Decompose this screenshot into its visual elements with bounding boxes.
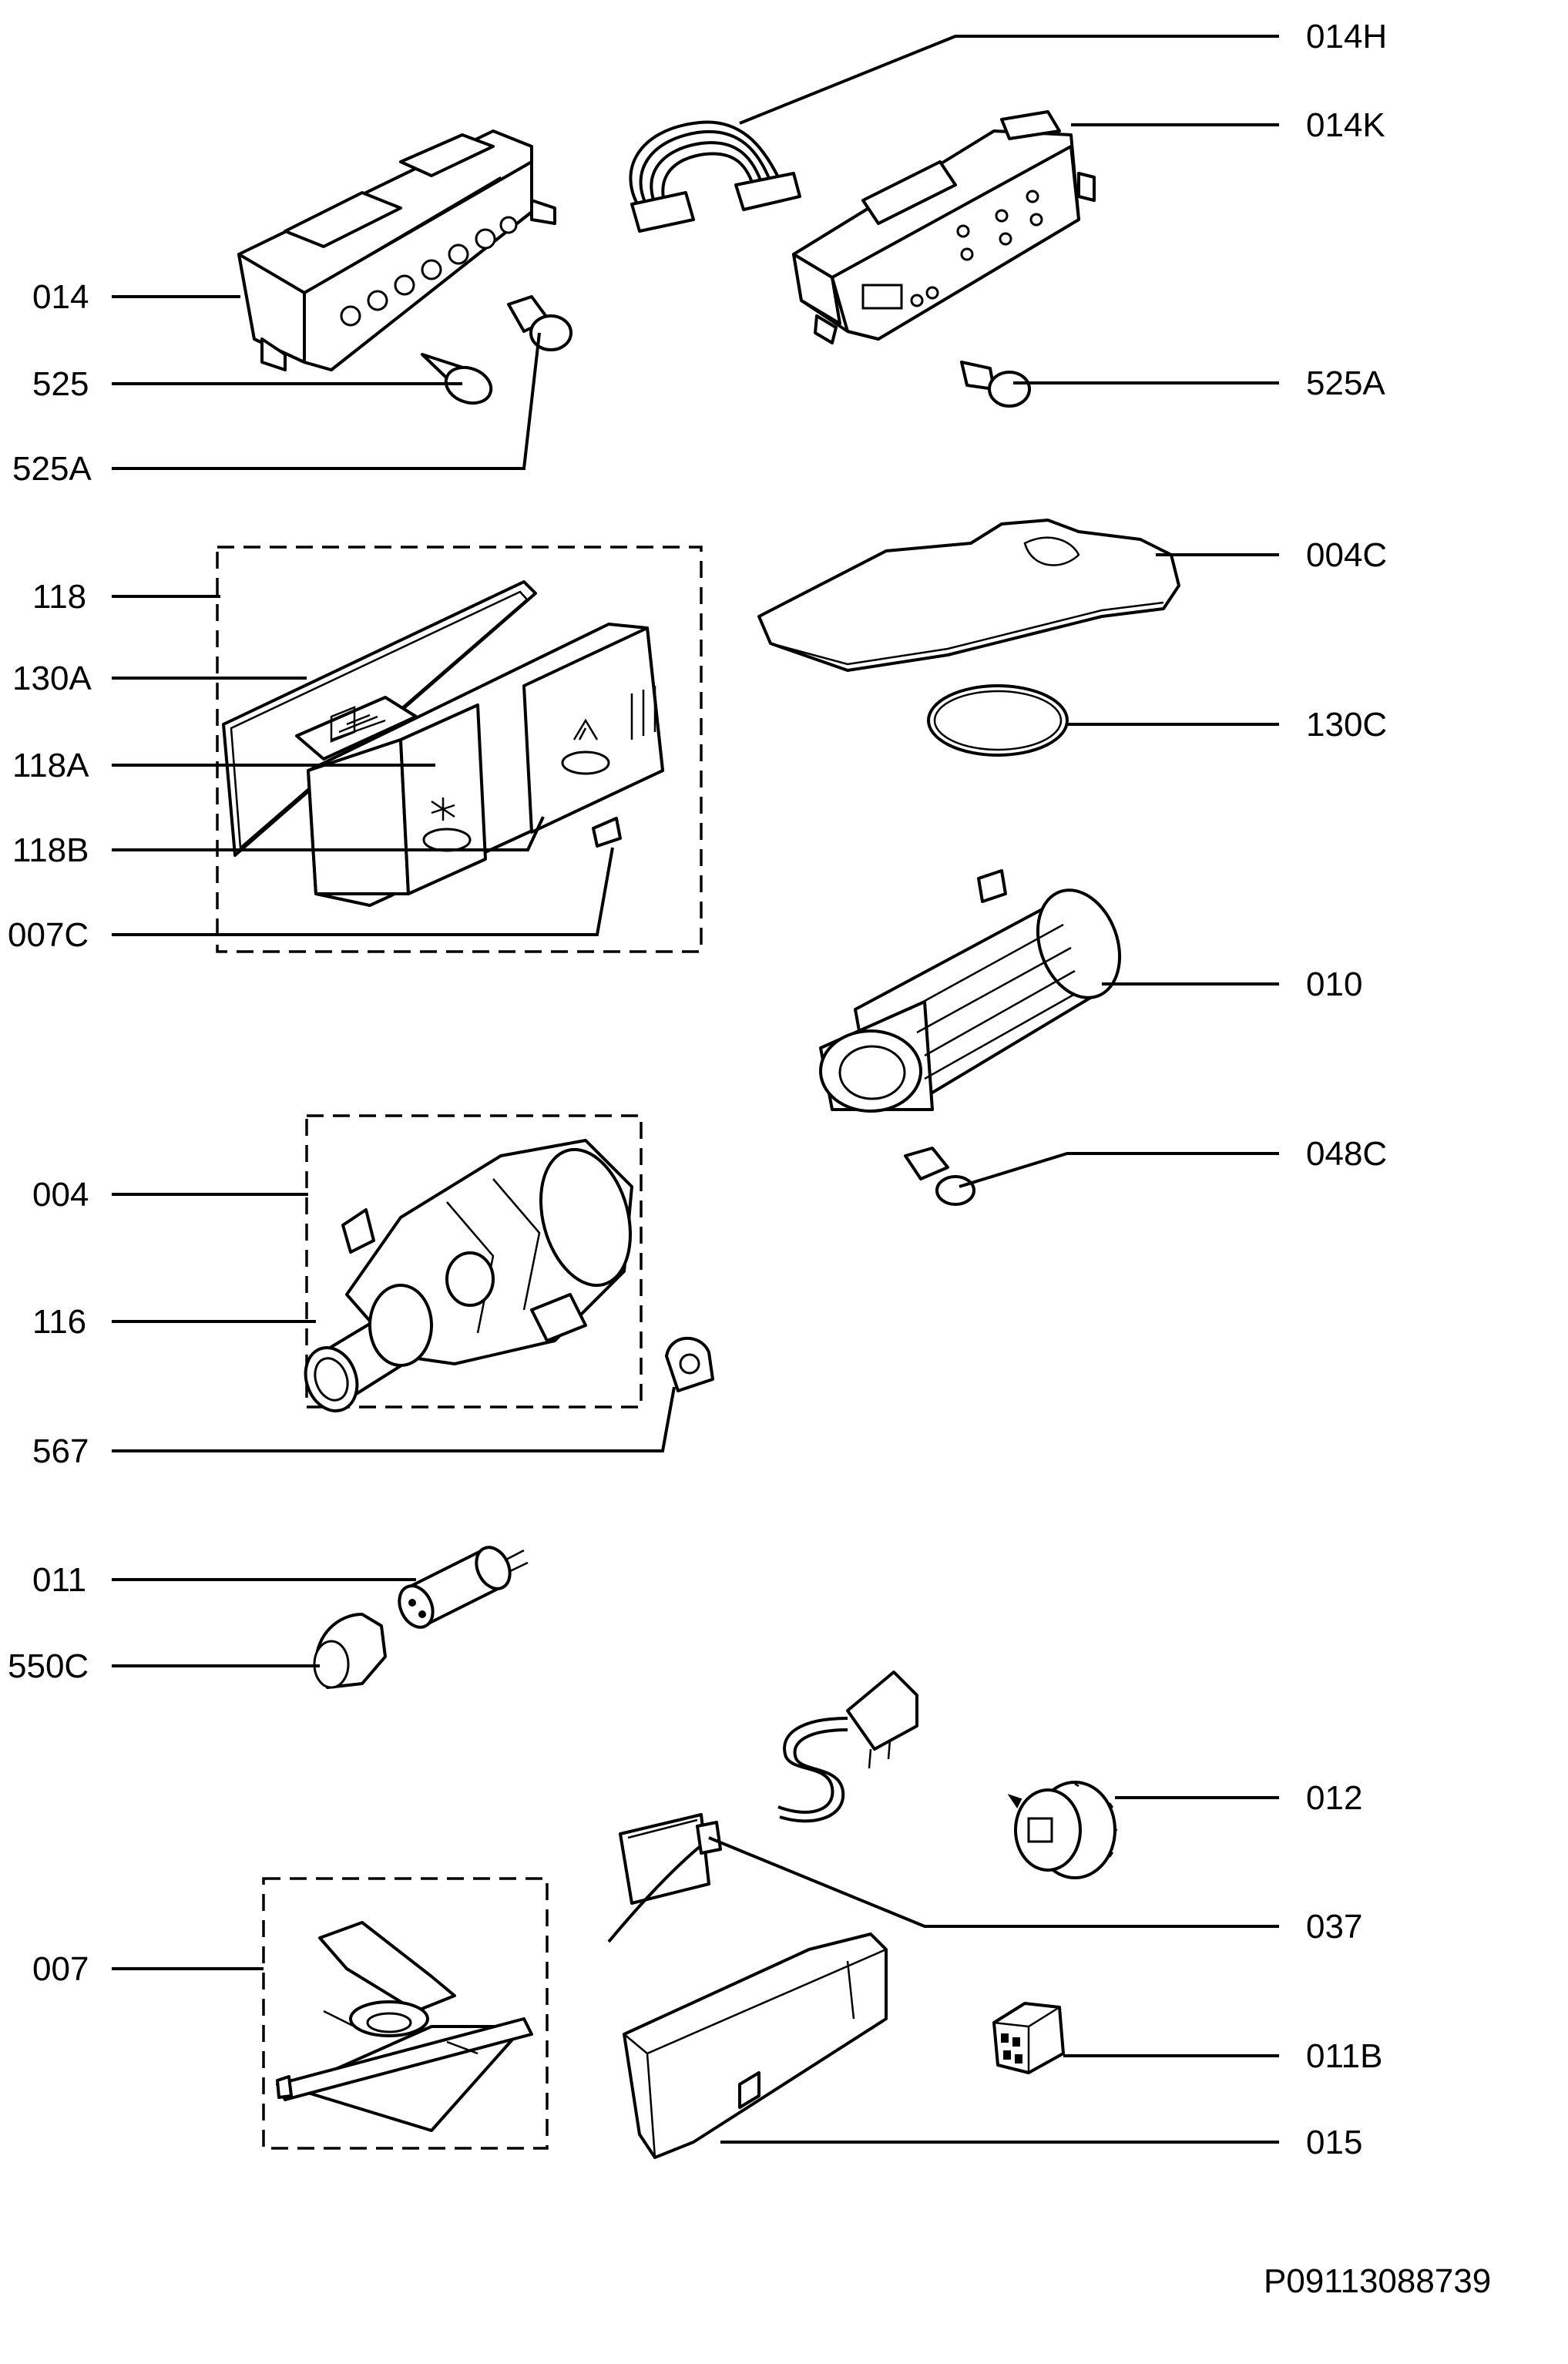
label-007C: 007C xyxy=(8,916,89,954)
label-130C: 130C xyxy=(1306,706,1387,744)
part-118B-lid xyxy=(522,626,664,834)
label-130A: 130A xyxy=(12,660,92,697)
part-525-cone-knob xyxy=(421,353,493,405)
label-525: 525 xyxy=(32,365,89,403)
leader-lines xyxy=(112,35,1279,2144)
label-118B: 118B xyxy=(12,831,89,869)
part-118-dispenser-outline xyxy=(216,546,703,953)
label-010: 010 xyxy=(1306,965,1362,1003)
label-004: 004 xyxy=(32,1176,89,1214)
part-007-spray-arm xyxy=(276,1921,533,2132)
label-118A: 118A xyxy=(12,747,89,784)
label-011: 011 xyxy=(32,1561,86,1599)
part-130A-gasket xyxy=(222,580,537,857)
label-014H: 014H xyxy=(1306,18,1387,55)
diagram-reference-number: P09113088739 xyxy=(1264,2262,1491,2300)
label-048C: 048C xyxy=(1306,1135,1387,1173)
part-048C-sensor xyxy=(904,1147,975,1206)
part-004-circulation-pump xyxy=(304,1139,633,1412)
part-567-clip xyxy=(665,1336,714,1392)
part-525A-push-button-left xyxy=(507,295,572,351)
part-011B-relay xyxy=(992,2002,1065,2074)
label-014: 014 xyxy=(32,278,89,316)
power-cord xyxy=(607,1671,918,1943)
part-labels: 014 525 525A 118 130A 118A 118B 007C 004… xyxy=(8,18,1491,2300)
part-011-capacitor xyxy=(398,1546,529,1629)
label-014K: 014K xyxy=(1306,106,1385,144)
label-116: 116 xyxy=(32,1303,86,1341)
part-014K-leds xyxy=(910,190,1043,307)
label-550C: 550C xyxy=(8,1647,89,1685)
label-118: 118 xyxy=(32,578,86,616)
part-014K-control-module xyxy=(792,110,1096,344)
part-525A-push-button-right xyxy=(960,361,1031,408)
part-015-cover-panel xyxy=(623,1933,888,2159)
part-118-dispenser xyxy=(222,580,664,907)
part-010-heater xyxy=(819,869,1122,1113)
label-007: 007 xyxy=(32,1950,89,1988)
part-012-selector-knob xyxy=(1007,1781,1117,1879)
label-525A-right: 525A xyxy=(1306,364,1385,402)
part-550C-cap xyxy=(313,1613,387,1689)
part-004C-cover xyxy=(757,519,1180,672)
label-037: 037 xyxy=(1306,1908,1362,1946)
part-004-pump-outline xyxy=(305,1114,643,1409)
label-012: 012 xyxy=(1306,1779,1362,1817)
label-015: 015 xyxy=(1306,2124,1362,2161)
part-007-spray-arm-outline xyxy=(262,1877,549,2150)
part-130C-o-ring xyxy=(927,684,1069,757)
part-007C-clip xyxy=(592,817,622,848)
label-011B: 011B xyxy=(1306,2037,1383,2075)
label-004C: 004C xyxy=(1306,536,1387,574)
part-014-buttons xyxy=(340,216,518,327)
part-014H-wire-harness xyxy=(629,120,801,233)
part-014-control-module xyxy=(237,129,556,371)
label-567: 567 xyxy=(32,1432,89,1470)
label-525A-left: 525A xyxy=(12,450,92,488)
